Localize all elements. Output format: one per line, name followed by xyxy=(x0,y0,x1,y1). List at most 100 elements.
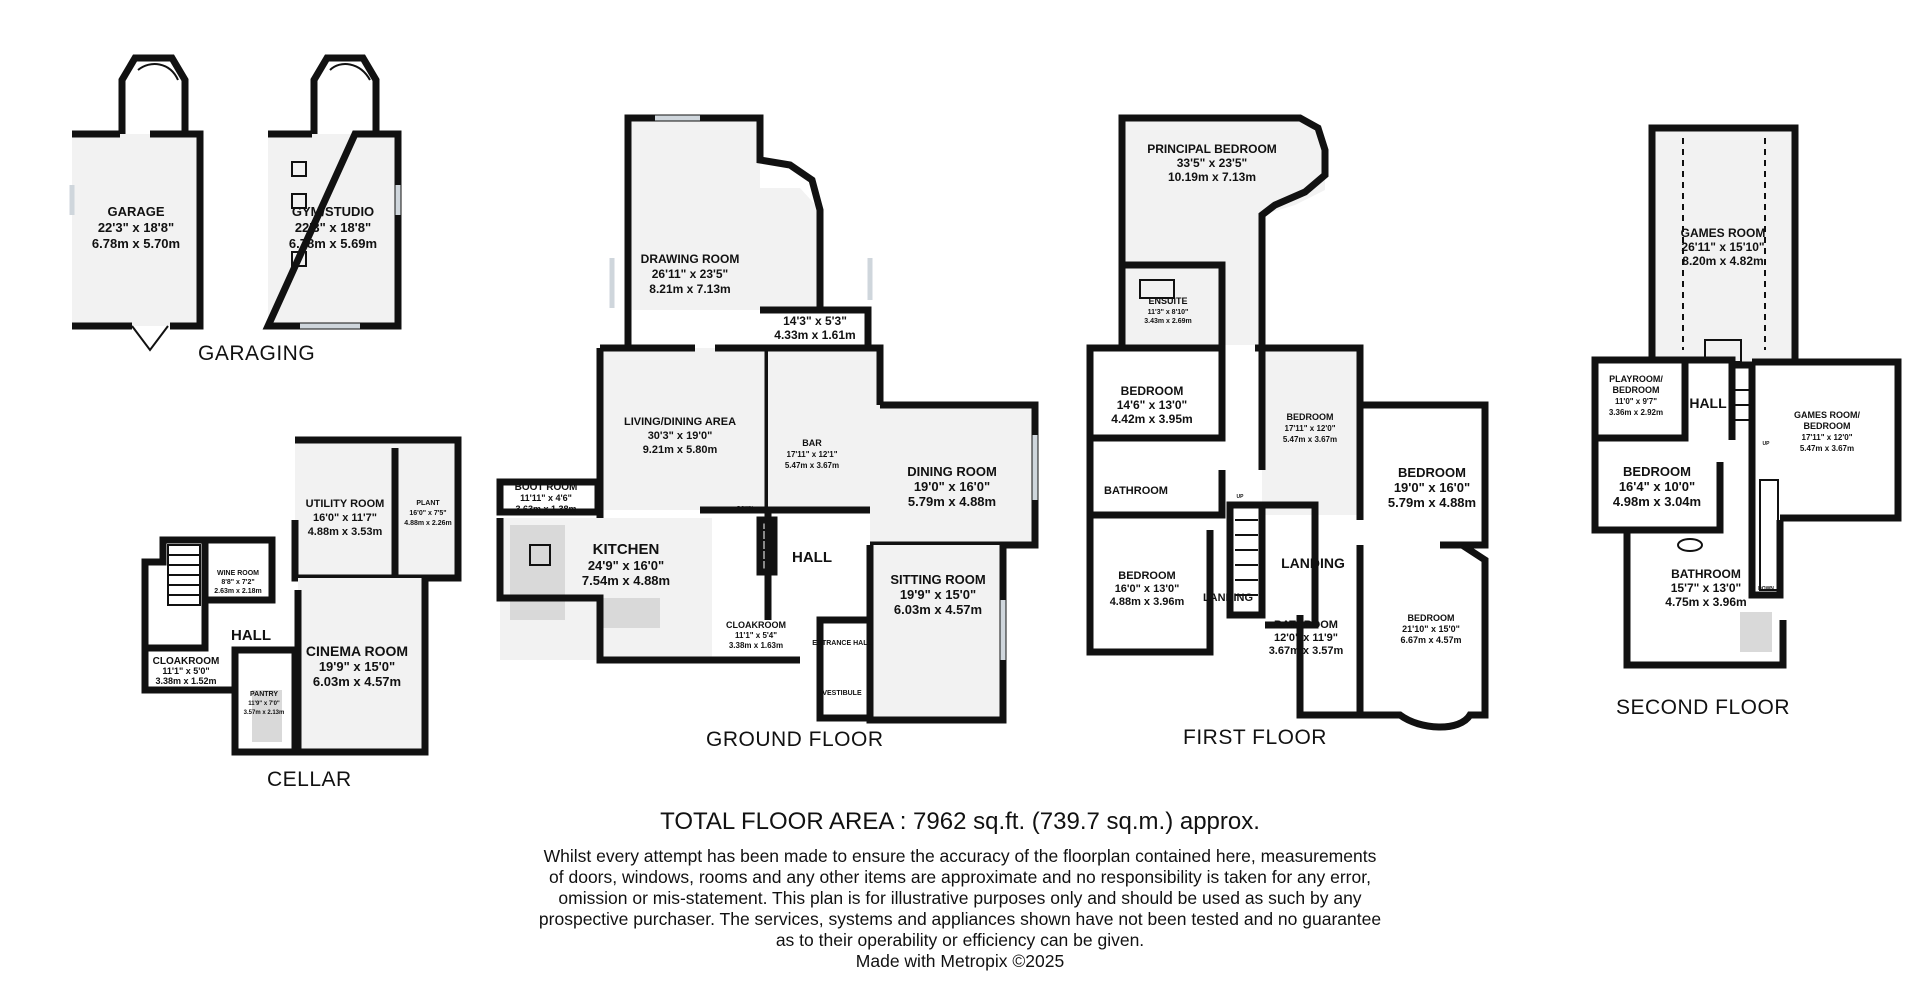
pantry-imperial: 11'9" x 7'0" xyxy=(248,701,280,707)
drawing-metric: 8.21m x 7.13m xyxy=(649,282,730,296)
garaging-plan xyxy=(69,54,402,352)
annex-metric: 4.33m x 1.61m xyxy=(774,328,855,342)
gym-name: GYM/STUDIO xyxy=(292,204,374,219)
disclaimer-line-5: as to their operability or efficiency ca… xyxy=(775,930,1145,950)
utility-name: UTILITY ROOM xyxy=(306,498,385,510)
bed-f-metric: 4.98m x 3.04m xyxy=(1613,494,1701,509)
cinema-name: CINEMA ROOM xyxy=(306,643,408,659)
total-floor-area: TOTAL FLOOR AREA : 7962 sq.ft. (739.7 sq… xyxy=(660,808,1260,835)
pantry-metric: 3.57m x 2.13m xyxy=(244,710,285,716)
games-bed-name-1: GAMES ROOM/ xyxy=(1794,410,1861,420)
boot-name: BOOT ROOM xyxy=(515,482,578,493)
bed-e-name: BEDROOM xyxy=(1408,613,1455,623)
games-imperial: 26'11" x 15'10" xyxy=(1681,240,1764,254)
bath-second-imperial: 15'7" x 13'0" xyxy=(1671,581,1741,595)
playroom-imperial: 11'0" x 9'7" xyxy=(1615,397,1657,406)
ground-down-mark: DOWN xyxy=(737,506,753,512)
bed-d-metric: 4.88m x 3.96m xyxy=(1110,596,1185,608)
garage-name: GARAGE xyxy=(107,204,164,219)
dining-name: DINING ROOM xyxy=(907,464,997,479)
cellar-cloak-metric: 3.38m x 1.52m xyxy=(155,676,216,686)
ensuite-metric: 3.43m x 2.69m xyxy=(1144,318,1191,325)
ground-cloak-imperial: 11'1" x 5'4" xyxy=(735,631,777,640)
plant-metric: 4.88m x 2.26m xyxy=(404,520,451,527)
ground-hall-name: HALL xyxy=(792,549,832,566)
disclaimer-line-2: of doors, windows, rooms and any other i… xyxy=(549,867,1371,887)
bath-second-metric: 4.75m x 3.96m xyxy=(1665,595,1746,609)
landing-a-name: LANDING xyxy=(1203,592,1253,604)
kitchen-imperial: 24'9" x 16'0" xyxy=(588,558,664,573)
bath-first-b-imperial: 12'0" x 11'9" xyxy=(1274,632,1338,644)
principal-name: PRINCIPAL BEDROOM xyxy=(1147,142,1277,156)
principal-metric: 10.19m x 7.13m xyxy=(1168,170,1256,184)
bath-first-b-metric: 3.67m x 3.57m xyxy=(1269,645,1344,657)
cellar-cloak-imperial: 11'1" x 5'0" xyxy=(162,666,209,676)
living-name: LIVING/DINING AREA xyxy=(624,416,736,428)
floor-label-cellar: CELLAR xyxy=(267,768,352,791)
plant-name: PLANT xyxy=(416,500,440,507)
principal-imperial: 33'5" x 23'5" xyxy=(1177,156,1247,170)
wine-name: WINE ROOM xyxy=(217,570,259,577)
bed-c-imperial: 19'0" x 16'0" xyxy=(1394,480,1470,495)
second-floor-plan xyxy=(1591,124,1902,669)
games-bed-imperial: 17'11" x 12'0" xyxy=(1802,433,1853,442)
ground-floor-plan xyxy=(496,114,1039,724)
floor-label-ground: GROUND FLOOR xyxy=(706,728,884,751)
ensuite-name: ENSUITE xyxy=(1148,296,1187,306)
kitchen-name: KITCHEN xyxy=(593,541,660,558)
utility-metric: 4.88m x 3.53m xyxy=(308,526,383,538)
bed-d-imperial: 16'0" x 13'0" xyxy=(1115,583,1180,595)
bed-a-imperial: 14'6" x 13'0" xyxy=(1117,398,1187,412)
bed-e-metric: 6.67m x 4.57m xyxy=(1400,635,1461,645)
garage-imperial: 22'3" x 18'8" xyxy=(98,220,174,235)
sitting-imperial: 19'9" x 15'0" xyxy=(900,587,976,602)
games-bed-name-2: BEDROOM xyxy=(1804,421,1851,431)
sitting-metric: 6.03m x 4.57m xyxy=(894,602,982,617)
bar-metric: 5.47m x 3.67m xyxy=(785,461,839,470)
bath-first-b-name: BATHROOM xyxy=(1274,619,1338,631)
ground-cloak-name: CLOAKROOM xyxy=(726,620,786,630)
bed-b-name: BEDROOM xyxy=(1287,412,1334,422)
cellar-plan xyxy=(141,436,462,756)
dining-imperial: 19'0" x 16'0" xyxy=(914,479,990,494)
bed-d-name: BEDROOM xyxy=(1118,570,1175,582)
disclaimer-line-1: Whilst every attempt has been made to en… xyxy=(543,846,1377,866)
boot-metric: 3.63m x 1.38m xyxy=(515,504,576,514)
cinema-imperial: 19'9" x 15'0" xyxy=(319,659,395,674)
ensuite-imperial: 11'3" x 8'10" xyxy=(1148,309,1189,316)
entrance-name: ENTRANCE HALL xyxy=(812,640,872,647)
bath-first-a-name: BATHROOM xyxy=(1104,485,1168,497)
games-name: GAMES ROOM xyxy=(1681,226,1766,240)
floor-label-garaging: GARAGING xyxy=(198,342,316,365)
bed-a-name: BEDROOM xyxy=(1121,384,1184,398)
pantry-name: PANTRY xyxy=(250,691,278,698)
wine-metric: 2.63m x 2.18m xyxy=(214,588,261,595)
second-up-mark: UP xyxy=(1763,441,1771,447)
bed-e-imperial: 21'10" x 15'0" xyxy=(1402,624,1460,634)
bed-a-metric: 4.42m x 3.95m xyxy=(1111,412,1192,426)
playroom-metric: 3.36m x 2.92m xyxy=(1609,408,1663,417)
room-labels: GARAGE 22'3" x 18'8" 6.78m x 5.70m GYM/S… xyxy=(92,142,1861,716)
bed-c-metric: 5.79m x 4.88m xyxy=(1388,495,1476,510)
bed-b-imperial: 17'11" x 12'0" xyxy=(1285,424,1336,433)
first-floor-plan xyxy=(1086,114,1489,731)
gym-metric: 6.78m x 5.69m xyxy=(289,236,377,251)
disclaimer: Whilst every attempt has been made to en… xyxy=(400,846,1520,972)
bed-b-metric: 5.47m x 3.67m xyxy=(1283,435,1337,444)
ground-cloak-metric: 3.38m x 1.63m xyxy=(729,641,783,650)
second-down-mark: DOWN xyxy=(1758,586,1774,592)
living-metric: 9.21m x 5.80m xyxy=(643,444,718,456)
bed-c-name: BEDROOM xyxy=(1398,465,1466,480)
cellar-hall-name: HALL xyxy=(231,627,271,644)
drawing-name: DRAWING ROOM xyxy=(641,252,740,266)
disclaimer-line-3: omission or mis-statement. This plan is … xyxy=(558,888,1362,908)
utility-imperial: 16'0" x 11'7" xyxy=(313,512,377,524)
drawing-imperial: 26'11" x 23'5" xyxy=(652,267,728,281)
first-up-mark: UP xyxy=(1237,494,1245,500)
sitting-name: SITTING ROOM xyxy=(890,572,985,587)
boot-imperial: 11'11" x 4'6" xyxy=(520,493,572,503)
playroom-name-2: BEDROOM xyxy=(1613,385,1660,395)
annex-imperial: 14'3" x 5'3" xyxy=(783,314,847,328)
bed-f-imperial: 16'4" x 10'0" xyxy=(1619,479,1695,494)
